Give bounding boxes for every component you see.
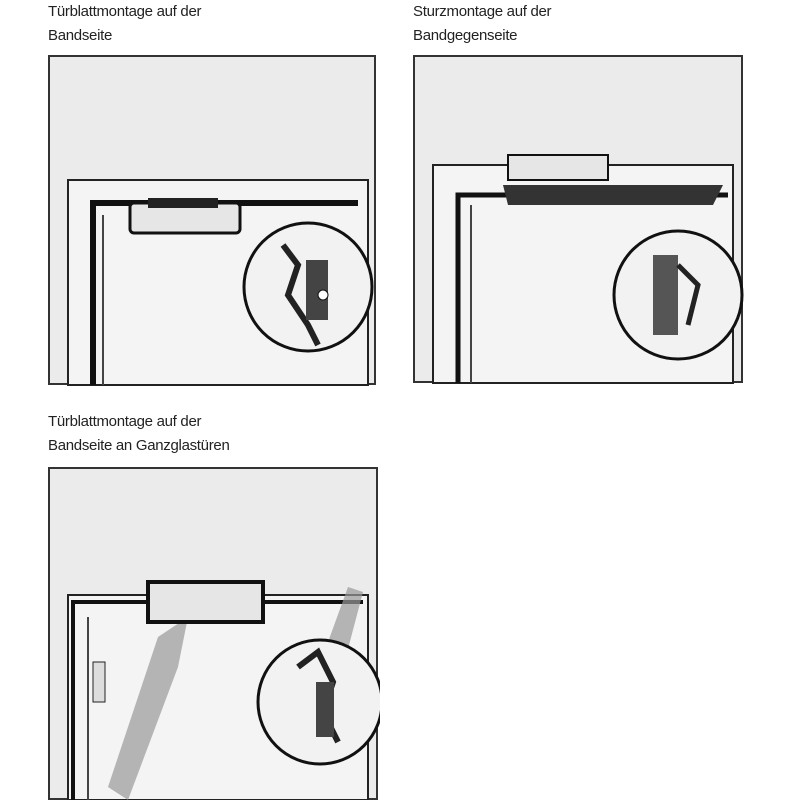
caption-line: Türblattmontage auf der (48, 3, 202, 20)
caption-line: Türblattmontage auf der (48, 413, 202, 430)
caption-line: Bandseite (48, 27, 113, 44)
illustration-transom-mount (413, 55, 744, 384)
caption-line: Bandgegenseite (413, 27, 518, 44)
caption-transom-opposite-side: Sturzmontage auf der Bandgegenseite (413, 0, 552, 48)
caption-line: Sturzmontage auf der (413, 3, 552, 20)
caption-line: Bandseite an Ganzglastüren (48, 437, 230, 454)
illustration-door-leaf-mount (48, 55, 376, 386)
caption-door-leaf-hinge-side: Türblattmontage auf der Bandseite (48, 0, 202, 48)
illustration-glass-door-mount (48, 467, 380, 800)
caption-glass-door: Türblattmontage auf der Bandseite an Gan… (48, 410, 230, 458)
